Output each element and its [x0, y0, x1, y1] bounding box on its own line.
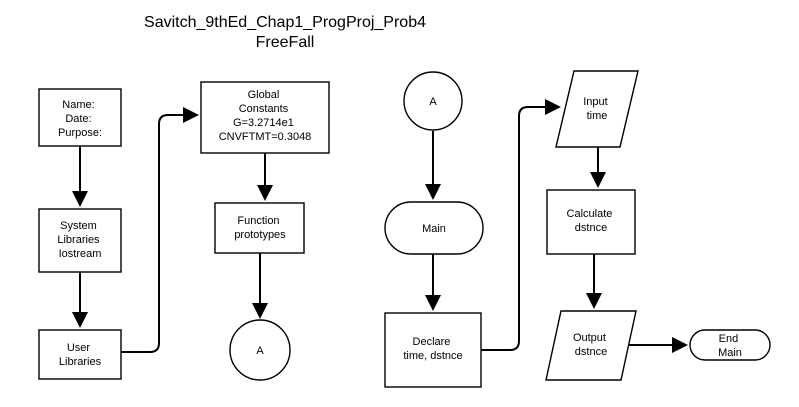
svg-text:System Libraries I: System Libraries Iostream: [57, 220, 102, 260]
input-parallelogram: Input time: [555, 70, 639, 148]
header-purpose-label: Purpose:: [58, 127, 102, 139]
global-constants-g-value: G=3.2714e1: [233, 117, 294, 129]
declare-line-2: time, dstnce: [403, 350, 462, 362]
input-line-1: Input: [583, 96, 607, 108]
edges: [72, 99, 688, 353]
edge-user-libraries-to-global-constants: [121, 107, 199, 353]
end-main-line-1: End: [719, 333, 739, 345]
function-prototypes-line-2: prototypes: [234, 229, 286, 241]
function-prototypes-line-1: Function: [237, 215, 279, 227]
system-libraries-line-2: Libraries: [57, 234, 100, 246]
diagram-title: Savitch_9thEd_Chap1_ProgProj_Prob4: [144, 14, 426, 31]
declare-line-1: Declare: [413, 336, 451, 348]
svg-text:Name: Date: Purpos: Name: Date: Purpose:: [58, 99, 102, 139]
end-main-line-2: Main: [718, 347, 742, 359]
calculate-line-1: Calculate: [567, 208, 613, 220]
output-parallelogram: Output dstnce: [545, 310, 637, 381]
header-date-label: Date:: [65, 113, 91, 125]
svg-text:Input time: Input time: [583, 96, 611, 122]
global-constants-line-1: Global: [248, 89, 280, 101]
output-line-1: Output: [573, 332, 606, 344]
header-box: Name: Date: Purpose:: [38, 88, 122, 147]
svg-text:Output dstnce: Output dstnce: [573, 332, 609, 358]
diagram-subtitle: FreeFall: [256, 34, 315, 51]
edge-declare-to-input: [481, 99, 561, 351]
system-libraries-box: System Libraries Iostream: [38, 208, 122, 273]
input-line-2: time: [587, 110, 608, 122]
function-prototypes-box: Function prototypes: [214, 202, 305, 254]
svg-text:User Libraries: User Libraries: [59, 342, 102, 368]
system-libraries-line-1: System: [60, 220, 97, 232]
system-libraries-line-3: Iostream: [59, 248, 102, 260]
connector-a-out-label: A: [256, 345, 264, 357]
user-libraries-box: User Libraries: [38, 329, 122, 380]
declare-box: Declare time, dstnce: [384, 312, 482, 388]
svg-text:End Main: End Main: [718, 333, 742, 359]
svg-text:Global Constants G: Global Constants G=3.2714e1 CNVFTMT=0.30…: [219, 89, 312, 143]
calculate-box: Calculate dstnce: [546, 189, 636, 255]
connector-a-in-label: A: [429, 96, 437, 108]
svg-text:Calculate dstnce: Calculate dstnce: [567, 208, 616, 234]
end-main-terminator: End Main: [689, 329, 771, 361]
connector-a-in: A: [403, 71, 463, 131]
svg-text:Declare time, dstnce: Declare time, dstnce: [403, 336, 462, 362]
output-line-2: dstnce: [575, 346, 607, 358]
connector-a-out: A: [229, 319, 291, 381]
svg-text:Function prototypes: Function prototypes: [234, 215, 286, 241]
global-constants-line-2: Constants: [239, 103, 289, 115]
calculate-line-2: dstnce: [575, 222, 607, 234]
header-name-label: Name:: [62, 99, 94, 111]
user-libraries-line-2: Libraries: [59, 356, 102, 368]
main-terminator: Main: [384, 201, 484, 255]
global-constants-cnvftmt-value: CNVFTMT=0.3048: [219, 131, 312, 143]
global-constants-box: Global Constants G=3.2714e1 CNVFTMT=0.30…: [200, 81, 330, 154]
main-label: Main: [422, 223, 446, 235]
user-libraries-line-1: User: [67, 342, 91, 354]
